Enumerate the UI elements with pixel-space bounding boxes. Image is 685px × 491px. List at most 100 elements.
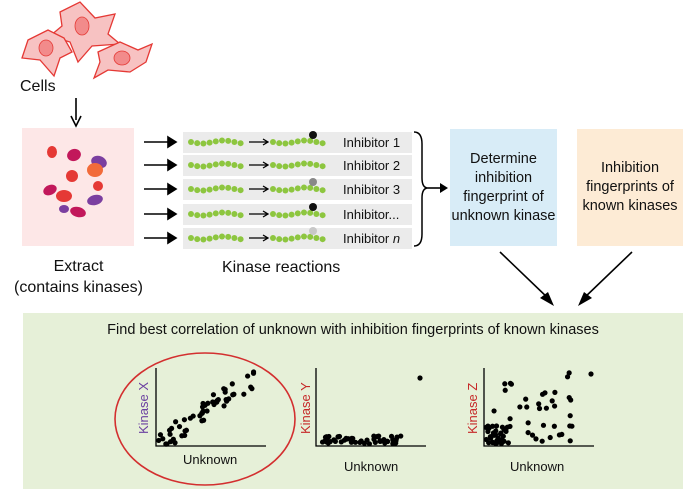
bead xyxy=(294,234,301,241)
scatter-point xyxy=(160,436,166,442)
bead xyxy=(301,233,307,240)
scatter-point xyxy=(549,398,555,404)
scatter-point xyxy=(182,428,188,434)
bead xyxy=(206,211,213,218)
bead xyxy=(313,235,320,242)
bead xyxy=(282,236,289,243)
scatter-point xyxy=(569,423,575,429)
bead xyxy=(188,162,194,168)
scatter-point xyxy=(588,371,594,377)
scatter-point xyxy=(230,392,236,398)
bead xyxy=(206,186,213,193)
scatter-point xyxy=(567,438,573,444)
scatter-point xyxy=(500,433,506,439)
scatter-point xyxy=(167,439,174,445)
scatter-point xyxy=(490,430,497,436)
scatter-point xyxy=(394,434,400,440)
bead xyxy=(225,137,232,144)
scatter-point xyxy=(210,392,217,398)
scatter-point xyxy=(502,387,508,393)
bead xyxy=(188,139,194,145)
scatter-point xyxy=(201,417,207,423)
scatter-point xyxy=(250,370,257,376)
kinase-reactions-label: Kinase reactions xyxy=(222,259,341,276)
bead xyxy=(276,140,283,147)
scatter-point xyxy=(384,438,390,444)
correlation-panel-title: Find best correlation of unknown with in… xyxy=(107,322,599,338)
scatter-point xyxy=(319,439,326,445)
bead xyxy=(219,184,225,191)
plot-2-ylabel: Kinase Y xyxy=(298,382,313,434)
bead xyxy=(288,186,295,193)
scatter-point xyxy=(182,432,188,438)
determine-fingerprint-box: Determine inhibition fingerprint of unkn… xyxy=(450,129,557,246)
scatter-point xyxy=(567,413,573,419)
scatter-point xyxy=(176,423,183,430)
scatter-point xyxy=(376,433,382,439)
bead xyxy=(231,211,238,218)
scatter-point xyxy=(564,374,571,380)
bead xyxy=(270,211,276,217)
bead xyxy=(307,184,314,191)
bead xyxy=(212,234,219,241)
plot-axes xyxy=(483,368,594,447)
scatter-point xyxy=(241,391,247,397)
phosphate-icon xyxy=(309,227,317,235)
down-arrow-icon xyxy=(70,98,82,128)
bead xyxy=(294,210,301,217)
bead xyxy=(301,160,307,167)
scatter-point xyxy=(539,391,546,397)
bead xyxy=(194,163,201,170)
bead xyxy=(231,139,238,146)
scatter-point xyxy=(200,400,206,407)
scatter-point xyxy=(493,423,500,429)
scatter-point xyxy=(485,423,491,429)
bead xyxy=(307,233,314,240)
bead xyxy=(219,233,225,240)
plot-2-xlabel: Unknown xyxy=(344,459,399,474)
bead xyxy=(237,140,244,147)
scatter-point xyxy=(187,415,193,421)
reaction-arrow-icon xyxy=(249,234,270,242)
scatter-point xyxy=(525,429,531,436)
cells-label: Cells xyxy=(20,78,56,95)
bead xyxy=(231,162,238,169)
bead xyxy=(206,235,213,242)
scatter-point xyxy=(222,389,228,395)
bead xyxy=(319,187,326,194)
bead xyxy=(282,140,289,147)
bead xyxy=(231,235,238,242)
bead xyxy=(188,186,194,192)
bead xyxy=(270,162,276,168)
bead xyxy=(219,209,225,216)
bead xyxy=(313,162,320,169)
scatter-point xyxy=(245,373,251,379)
scatter-point xyxy=(248,384,254,390)
bead xyxy=(294,185,301,192)
scatter-point xyxy=(507,380,514,386)
scatter-point xyxy=(540,422,547,428)
bead xyxy=(231,186,238,193)
scatter-point xyxy=(390,437,396,443)
reaction-arrow-icon xyxy=(249,185,270,193)
plot-1-ylabel: Kinase X xyxy=(136,381,151,434)
bead xyxy=(288,211,295,218)
scatter-point xyxy=(204,408,210,414)
scatter-point xyxy=(483,436,489,443)
scatter-plot-kinase-z xyxy=(483,368,594,447)
bead xyxy=(237,236,244,243)
bead xyxy=(206,162,213,169)
bead xyxy=(282,163,289,170)
bead xyxy=(270,235,276,241)
scatter-point xyxy=(523,396,529,402)
scatter-point xyxy=(181,417,188,423)
bead xyxy=(200,163,207,170)
scatter-point xyxy=(221,403,227,409)
scatter-point xyxy=(551,403,558,409)
cells-illustration xyxy=(21,1,154,80)
bead xyxy=(301,137,307,144)
scatter-point xyxy=(210,399,216,405)
bead xyxy=(212,210,219,217)
bead xyxy=(294,161,301,168)
bead xyxy=(200,187,207,194)
